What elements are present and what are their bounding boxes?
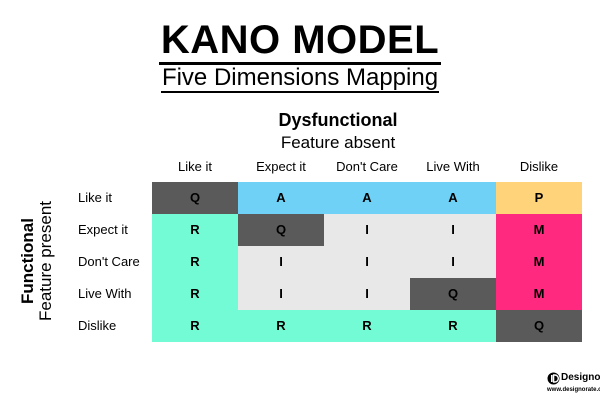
grid-cell: A — [238, 182, 324, 214]
logo-url: www.designorate.com — [547, 387, 600, 393]
grid-cell: R — [152, 246, 238, 278]
subtitle: Five Dimensions Mapping — [0, 64, 600, 93]
dysfunctional-title: Dysfunctional — [278, 110, 398, 130]
grid-cell: R — [238, 310, 324, 342]
grid-cell: I — [410, 214, 496, 246]
title-text: KANO MODEL — [158, 18, 442, 65]
functional-axis-label: Functional Feature present — [5, 183, 55, 345]
column-header: Expect it — [256, 159, 306, 174]
title: KANO MODEL — [0, 18, 600, 65]
dysfunctional-subtitle: Feature absent — [280, 133, 396, 152]
logo-name: Designorate — [561, 372, 600, 383]
grid-cell: R — [152, 214, 238, 246]
designorate-logo-icon — [547, 372, 560, 385]
grid-cell: I — [238, 278, 324, 310]
grid-cell: M — [496, 278, 582, 310]
grid-cell: R — [152, 310, 238, 342]
designorate-logo: Designorate www.designorate.com — [547, 370, 600, 396]
grid-cell: A — [324, 182, 410, 214]
column-header: Don't Care — [336, 159, 398, 174]
grid-cell: I — [324, 214, 410, 246]
grid-cell: R — [410, 310, 496, 342]
grid-cell: Q — [496, 310, 582, 342]
grid-cell: I — [324, 278, 410, 310]
row-header: Live With — [78, 286, 132, 301]
grid-cell: I — [410, 246, 496, 278]
functional-subtitle: Feature present — [36, 201, 55, 322]
grid-cell: M — [496, 246, 582, 278]
column-header: Like it — [178, 159, 212, 174]
row-header: Expect it — [78, 222, 128, 237]
grid-cell: R — [324, 310, 410, 342]
grid-cell: A — [410, 182, 496, 214]
row-header: Like it — [78, 190, 112, 205]
grid-cell: I — [324, 246, 410, 278]
grid-cell: R — [152, 278, 238, 310]
row-header: Don't Care — [78, 254, 140, 269]
grid-cell: Q — [152, 182, 238, 214]
functional-title: Functional — [18, 218, 37, 304]
row-header: Dislike — [78, 318, 117, 333]
column-header: Live With — [426, 159, 480, 174]
grid-cell: M — [496, 214, 582, 246]
column-header: Dislike — [519, 159, 559, 174]
grid-cell: I — [238, 246, 324, 278]
subtitle-text: Five Dimensions Mapping — [160, 64, 440, 93]
grid-cell: Q — [410, 278, 496, 310]
grid-cell: P — [496, 182, 582, 214]
grid-cell: Q — [238, 214, 324, 246]
